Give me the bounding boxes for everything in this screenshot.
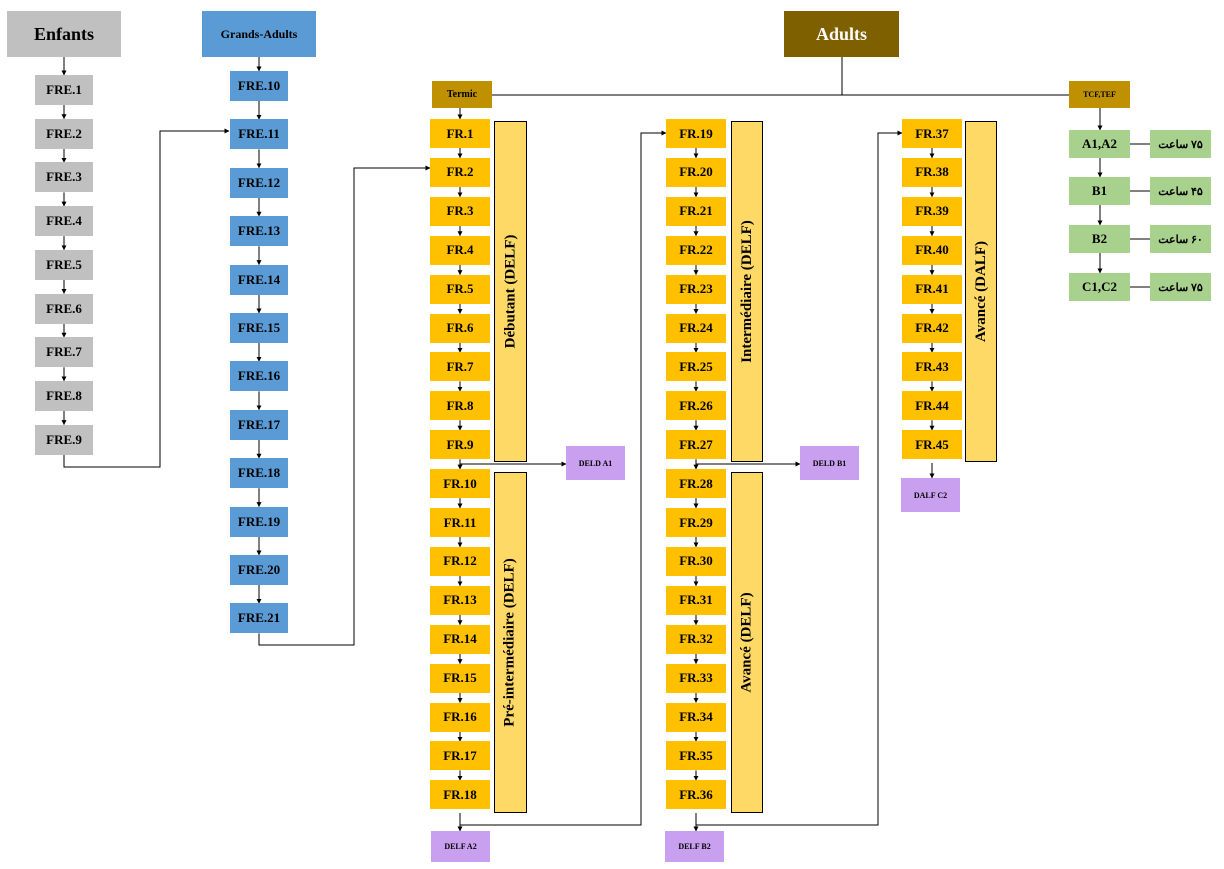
grands-adults-level-node: FRE.15: [230, 313, 288, 343]
debutant-band: Débutant (DELF): [494, 121, 527, 462]
adults-level-node: FR.37: [902, 119, 962, 148]
adults-level-node: FR.27: [666, 430, 726, 460]
adults-level-node: FR.4: [430, 235, 490, 265]
adults-level-node: FR.35: [666, 741, 726, 771]
grands-adults-level-node: FRE.20: [230, 555, 288, 585]
adults-level-node: FR.6: [430, 313, 490, 343]
tcf-hours-label: ۴۵ ساعت: [1150, 177, 1211, 205]
tcf-level-node: C1,C2: [1069, 273, 1130, 301]
adults-level-node: FR.43: [902, 352, 962, 382]
adults-level-node: FR.41: [902, 274, 962, 304]
adults-level-node: FR.20: [666, 157, 726, 187]
adults-level-node: FR.11: [430, 508, 490, 537]
adults-level-node: FR.12: [430, 546, 490, 576]
enfants-level-node: FRE.7: [35, 337, 93, 368]
enfants-level-node: FRE.1: [35, 75, 93, 105]
exam-delf-b2: DELF B2: [665, 831, 724, 862]
adults-level-node: FR.1: [430, 119, 490, 148]
adults-level-node: FR.26: [666, 391, 726, 421]
adults-level-node: FR.7: [430, 352, 490, 382]
tcf-level-node: B2: [1069, 225, 1130, 253]
connector-arrow: [258, 165, 431, 646]
adults-level-node: FR.9: [430, 430, 490, 460]
adults-level-node: FR.45: [902, 430, 962, 460]
adults-level-node: FR.38: [902, 157, 962, 187]
enfants-level-node: FRE.8: [35, 380, 93, 411]
adults-level-node: FR.34: [666, 702, 726, 732]
adults-level-node: FR.31: [666, 585, 726, 615]
adults-level-node: FR.29: [666, 508, 726, 537]
adults-level-node: FR.30: [666, 546, 726, 576]
grands-adults-level-node: FRE.12: [230, 167, 288, 198]
pre-intermediaire-band: Pré-intermédiaire (DELF): [494, 472, 527, 813]
adults-level-node: FR.40: [902, 235, 962, 265]
grands-adults-level-node: FRE.16: [230, 361, 288, 392]
adults-level-node: FR.21: [666, 196, 726, 226]
adults-level-node: FR.15: [430, 663, 490, 693]
avance-dalf-band: Avancé (DALF): [965, 121, 997, 462]
adults-level-node: FR.18: [430, 780, 490, 810]
adults-level-node: FR.10: [430, 469, 490, 499]
connector-arrow: [63, 128, 230, 468]
enfants-level-node: FRE.4: [35, 206, 93, 237]
adults-level-node: FR.13: [430, 585, 490, 615]
intermediaire-band: Intermédiaire (DELF): [731, 121, 763, 462]
connector-arrow: [695, 130, 903, 826]
exam-deld-b1: DELD B1: [800, 446, 859, 480]
intermediaire-label: Intermédiaire (DELF): [738, 220, 755, 363]
adults-level-node: FR.25: [666, 352, 726, 382]
adults-level-node: FR.19: [666, 119, 726, 148]
adults-level-node: FR.3: [430, 196, 490, 226]
grands-adults-level-node: FRE.10: [230, 71, 288, 101]
avance-delf-label: Avancé (DELF): [738, 592, 755, 693]
adults-level-node: FR.23: [666, 274, 726, 304]
adults-level-node: FR.8: [430, 391, 490, 421]
tcf-hours-label: ۶۰ ساعت: [1150, 225, 1211, 253]
adults-level-node: FR.42: [902, 313, 962, 343]
tcf-hours-label: ۷۵ ساعت: [1150, 130, 1211, 158]
enfants-header: Enfants: [7, 11, 121, 57]
connector-arrow: [459, 130, 667, 826]
grands-adults-level-node: FRE.13: [230, 216, 288, 247]
adults-level-node: FR.32: [666, 624, 726, 654]
grands-adults-level-node: FRE.19: [230, 506, 288, 537]
adults-level-node: FR.17: [430, 741, 490, 771]
avance-dalf-label: Avancé (DALF): [972, 241, 989, 342]
tcf-tef-box: TCF,TEF: [1069, 81, 1130, 108]
grands-adults-level-node: FRE.21: [230, 603, 288, 634]
enfants-level-node: FRE.2: [35, 118, 93, 149]
termic-box: Termic: [432, 81, 492, 108]
tcf-level-node: A1,A2: [1069, 130, 1130, 158]
adults-level-node: FR.16: [430, 702, 490, 732]
grands-adults-level-node: FRE.17: [230, 409, 288, 440]
adults-level-node: FR.44: [902, 391, 962, 421]
enfants-level-node: FRE.6: [35, 293, 93, 324]
enfants-level-node: FRE.9: [35, 424, 93, 455]
adults-header: Adults: [784, 11, 899, 57]
exam-deld-a1: DELD A1: [566, 446, 625, 480]
debutant-label: Débutant (DELF): [502, 234, 519, 349]
grands-adults-header: Grands-Adults: [202, 11, 316, 57]
grands-adults-level-node: FRE.11: [230, 119, 288, 150]
adults-level-node: FR.5: [430, 274, 490, 304]
exam-dalf-c2: DALF C2: [901, 478, 960, 512]
exam-delf-a2: DELF A2: [431, 831, 490, 862]
enfants-level-node: FRE.5: [35, 249, 93, 280]
adults-level-node: FR.28: [666, 469, 726, 499]
adults-level-node: FR.22: [666, 235, 726, 265]
adults-level-node: FR.36: [666, 780, 726, 810]
pre-intermediaire-label: Pré-intermédiaire (DELF): [502, 558, 519, 727]
grands-adults-level-node: FRE.18: [230, 458, 288, 489]
adults-level-node: FR.24: [666, 313, 726, 343]
avance-delf-band: Avancé (DELF): [731, 472, 763, 813]
adults-level-node: FR.39: [902, 196, 962, 226]
enfants-level-node: FRE.3: [35, 162, 93, 193]
adults-level-node: FR.33: [666, 663, 726, 693]
grands-adults-level-node: FRE.14: [230, 264, 288, 295]
adults-level-node: FR.14: [430, 624, 490, 654]
tcf-hours-label: ۷۵ ساعت: [1150, 273, 1211, 301]
tcf-level-node: B1: [1069, 177, 1130, 205]
adults-level-node: FR.2: [430, 157, 490, 187]
